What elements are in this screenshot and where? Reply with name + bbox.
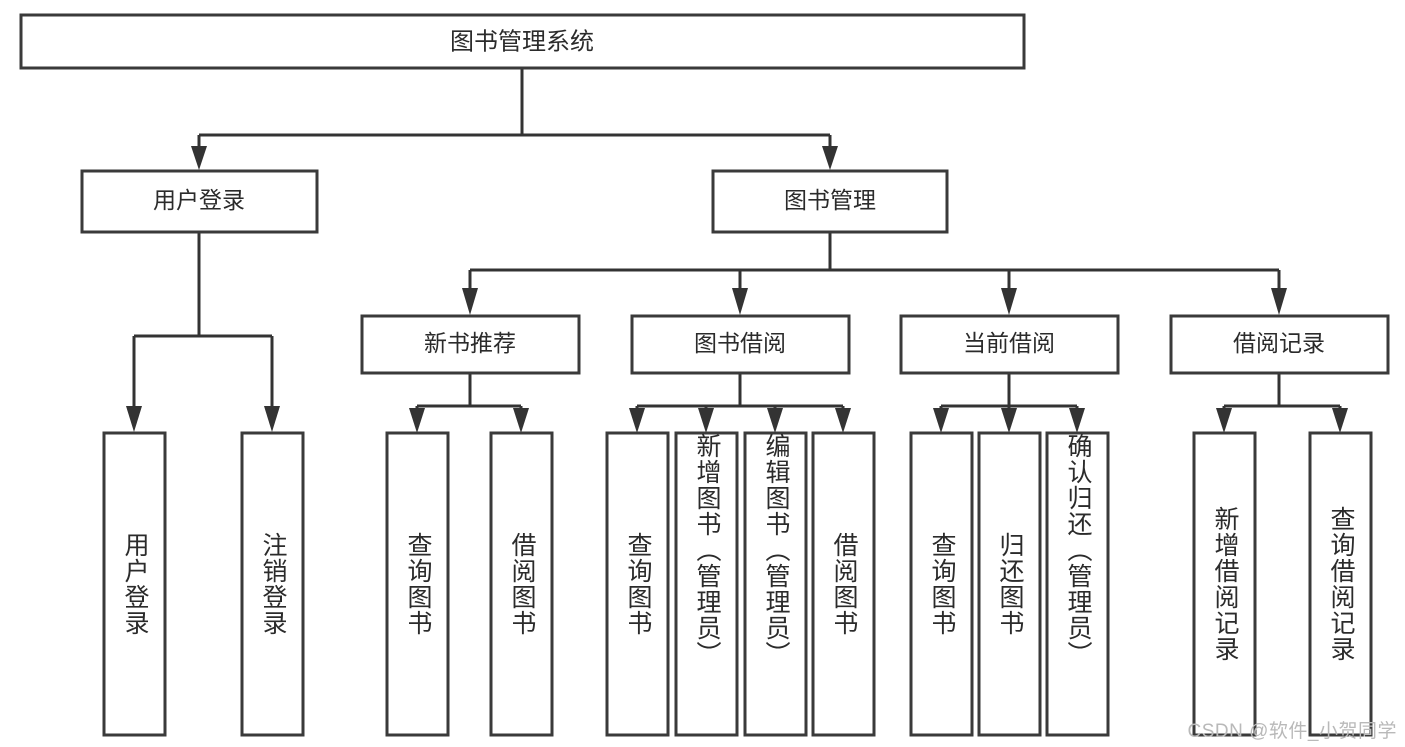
node-new-book-rec[interactable]: 新书推荐: [360, 314, 581, 375]
arrow-br-c1: [1216, 408, 1232, 433]
node-borrow-record-label: 借阅记录: [1233, 330, 1325, 356]
node-user-login-label: 用户登录: [153, 187, 245, 213]
leaf-box-query-book-1[interactable]: [385, 431, 450, 737]
node-user-login-box[interactable]: [80, 169, 319, 234]
node-current-borrow[interactable]: 当前借阅: [899, 314, 1120, 375]
arrow-to-book-mgmt: [822, 146, 838, 170]
arrow-nbr-c1: [409, 408, 425, 433]
arrow-bb-c1: [629, 408, 645, 433]
arrow-to-current-borrow: [1001, 288, 1017, 315]
node-user-login[interactable]: 用户登录: [80, 169, 319, 234]
node-borrow-record[interactable]: 借阅记录: [1169, 314, 1390, 375]
leaf-box-edit-book-admin[interactable]: [743, 431, 808, 737]
node-book-mgmt-label: 图书管理: [784, 187, 876, 213]
arrow-br-c2: [1332, 408, 1348, 433]
leaf-box-return-book[interactable]: [977, 431, 1042, 737]
arrow-cb-c3: [1069, 408, 1085, 433]
edge-group-current-borrow: [933, 373, 1085, 433]
node-book-mgmt[interactable]: 图书管理: [711, 169, 949, 234]
arrow-to-user-login: [191, 146, 207, 170]
leaf-box-query-borrow-record[interactable]: [1308, 431, 1373, 737]
leaf-box-confirm-return-admin[interactable]: [1045, 431, 1110, 737]
arrow-bb-c4: [835, 408, 851, 433]
arrow-to-book-borrow: [732, 288, 748, 315]
node-book-borrow-box[interactable]: [630, 314, 851, 375]
arrow-to-leaf-logout: [264, 406, 280, 432]
node-root-label: 图书管理系统: [450, 28, 594, 55]
leaf-box-query-book-2[interactable]: [605, 431, 670, 737]
edge-group-borrow-record: [1216, 373, 1348, 433]
leaf-box-add-borrow-record[interactable]: [1192, 431, 1257, 737]
node-current-borrow-box[interactable]: [899, 314, 1120, 375]
edge-group-root: [191, 68, 838, 170]
node-root-box[interactable]: [19, 13, 1026, 70]
edge-group-user-login: [126, 232, 280, 432]
node-borrow-record-box[interactable]: [1169, 314, 1390, 375]
arrow-to-borrow-record: [1271, 288, 1287, 315]
leaf-box-query-book-3[interactable]: [909, 431, 974, 737]
node-new-book-rec-box[interactable]: [360, 314, 581, 375]
edge-group-book-mgmt: [462, 232, 1287, 315]
arrow-bb-c2: [698, 408, 714, 433]
arrow-to-leaf-user-login: [126, 406, 142, 432]
watermark: CSDN @软件_小贺同学: [1187, 721, 1397, 742]
node-new-book-rec-label: 新书推荐: [424, 330, 516, 356]
node-book-borrow[interactable]: 图书借阅: [630, 314, 851, 375]
arrow-nbr-c2: [513, 408, 529, 433]
node-current-borrow-label: 当前借阅: [963, 330, 1055, 356]
arrow-cb-c1: [933, 408, 949, 433]
leaf-box-logout[interactable]: [240, 431, 305, 737]
arrow-cb-c2: [1001, 408, 1017, 433]
leaf-box-borrow-book-1[interactable]: [489, 431, 554, 737]
node-book-borrow-label: 图书借阅: [694, 330, 786, 356]
edge-group-book-borrow: [629, 373, 851, 433]
arrow-to-new-book-rec: [462, 288, 478, 315]
leaf-box-add-book-admin[interactable]: [674, 431, 739, 737]
edge-group-new-book-rec: [409, 373, 529, 433]
leaf-box-borrow-book-2[interactable]: [811, 431, 876, 737]
node-book-mgmt-box[interactable]: [711, 169, 949, 234]
leaf-box-user-login[interactable]: [102, 431, 167, 737]
node-root[interactable]: 图书管理系统: [19, 13, 1026, 70]
arrow-bb-c3: [767, 408, 783, 433]
